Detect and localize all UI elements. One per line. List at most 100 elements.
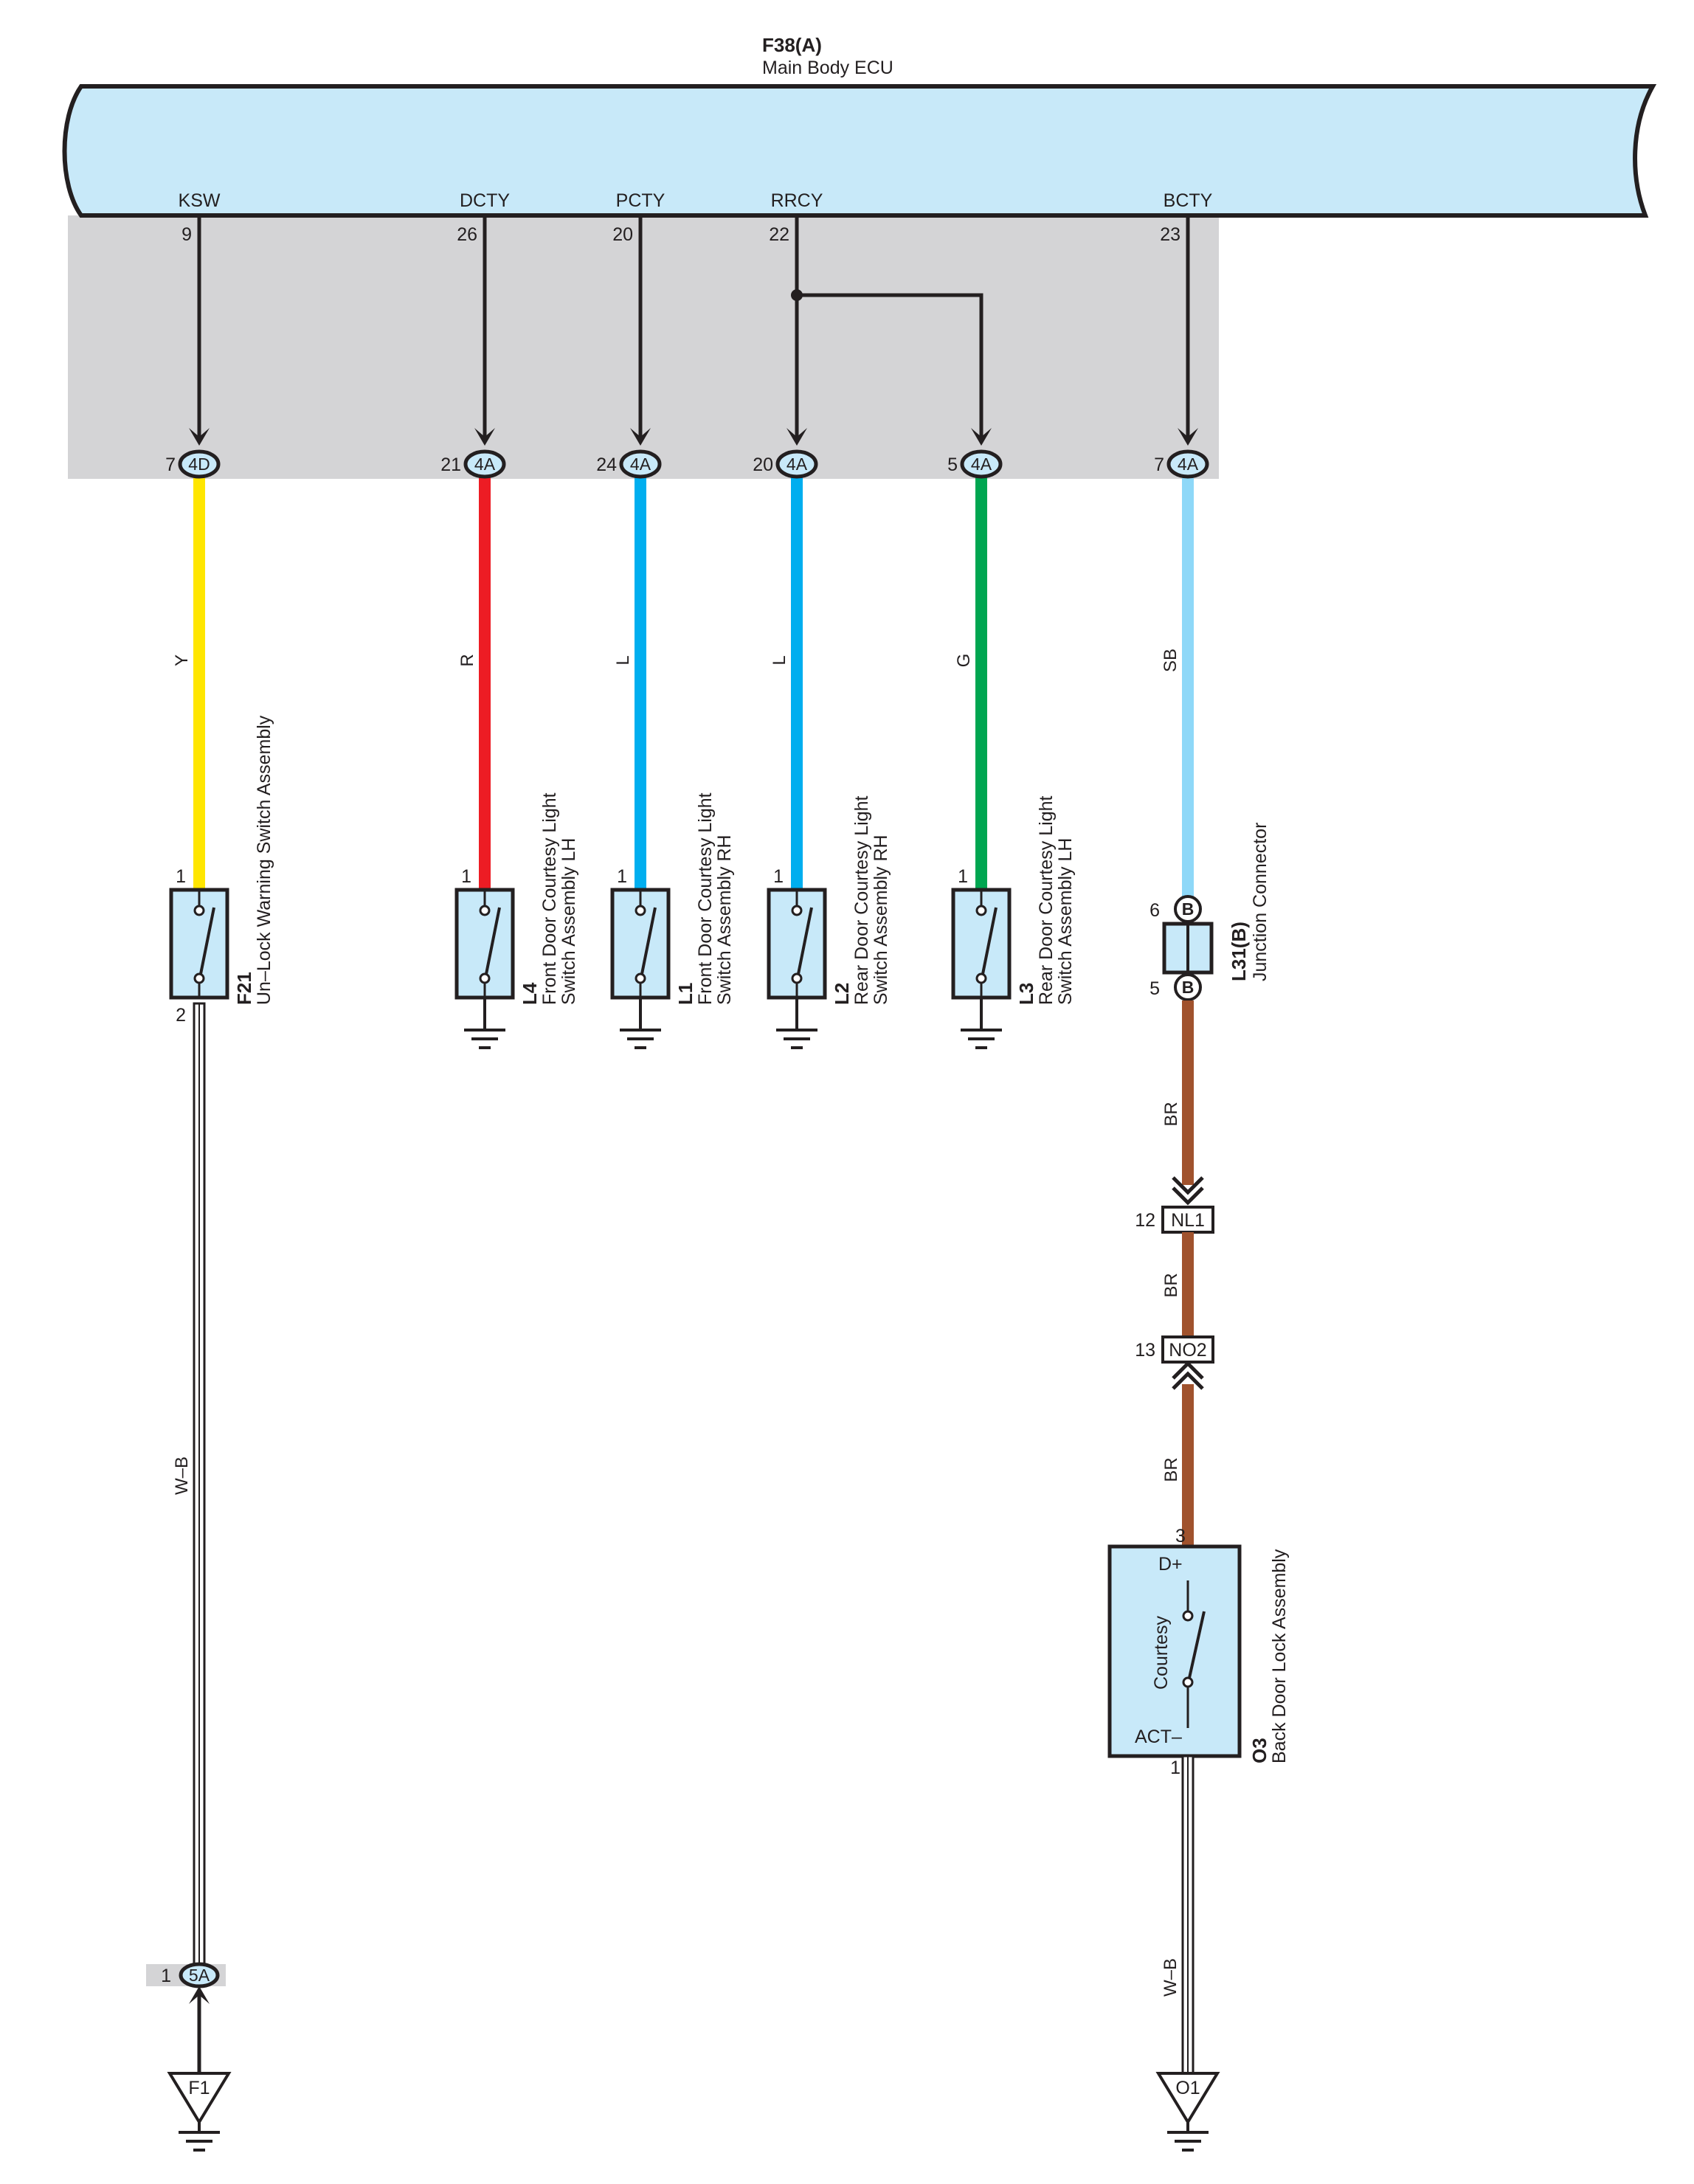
connector-label-5: 4A [1178, 455, 1199, 474]
wire-code-wb-left: W–B [172, 1456, 192, 1495]
connector-1 [463, 449, 506, 479]
connector-label-2: 4A [630, 455, 651, 474]
connector-pin-1: 21 [440, 455, 461, 475]
o3-switch-label: Courtesy [1151, 1615, 1172, 1690]
wire-code-5: SB [1161, 649, 1180, 672]
wire-code-br-3: BR [1161, 1457, 1181, 1482]
ecu-pin-0: 9 [182, 224, 192, 245]
o3-act-minus: ACT– [1135, 1727, 1182, 1747]
o3-pin-top: 3 [1175, 1526, 1186, 1547]
switch-name1-2: Front Door Courtesy Light [695, 792, 716, 1005]
ground-icon-l3 [961, 998, 1002, 1049]
ground-o1: O1 [1155, 2072, 1220, 2152]
switch-name2-4: Switch Assembly LH [1055, 838, 1076, 1005]
switch-pin-top-1: 1 [461, 866, 471, 887]
inline-nl1-code: NL1 [1171, 1210, 1205, 1231]
switch-name2-2: Switch Assembly RH [714, 834, 735, 1005]
wire-code-2: L [613, 655, 633, 665]
arrow-bcty [1178, 428, 1198, 446]
wire-sb [1182, 477, 1194, 897]
connector-2 [619, 449, 662, 479]
junction-connector: B B 6 5 L31(B) Junction Connector [1150, 823, 1270, 1001]
wire-l-rrcy [791, 477, 803, 890]
wire-code-wb-right: W–B [1161, 1958, 1180, 1997]
switch-name2-3: Switch Assembly RH [871, 834, 891, 1005]
wire-code-0: Y [172, 654, 192, 666]
conn-5a-pin: 1 [161, 1966, 171, 1986]
connector-pin-5: 7 [1154, 455, 1164, 475]
wire-wb-right [1181, 1755, 1195, 2075]
switch-pin-top-4: 1 [958, 866, 968, 887]
arrow-rrcy [786, 428, 807, 446]
switch-name1-4: Rear Door Courtesy Light [1036, 795, 1057, 1005]
switch-pin-top-0: 1 [176, 866, 186, 887]
ground-o1-label: O1 [1175, 2078, 1200, 2098]
o3-name: Back Door Lock Assembly [1269, 1549, 1290, 1763]
switch-pin-top-3: 1 [773, 866, 784, 887]
wire-br-1 [1182, 1001, 1194, 1185]
connector-4 [960, 449, 1003, 479]
switch-code-3: L2 [831, 983, 853, 1005]
connector-pin-3: 20 [753, 455, 773, 475]
wire-wb-left [193, 1002, 206, 1976]
switch-code-2: L1 [674, 983, 696, 1005]
ecu-pin-2: 20 [612, 224, 633, 245]
inline-no2-code: NO2 [1169, 1340, 1206, 1361]
terminal-name-3: RRCY [771, 190, 823, 211]
arrow-ksw [189, 428, 210, 446]
conn-5a-label: 5A [189, 1966, 210, 1985]
arrow-rrcy-branch [971, 428, 992, 446]
wire-r [479, 477, 491, 890]
junction-pin-top: 6 [1150, 900, 1160, 921]
switch-pin-top-2: 1 [617, 866, 627, 887]
arrow-pcty [630, 428, 651, 446]
junction-pin-bottom: 5 [1150, 978, 1160, 999]
ground-f1: F1 [167, 2072, 232, 2152]
connector-label-0: 4D [188, 455, 210, 474]
wire-code-4: G [954, 654, 974, 668]
switch-code-0: F21 [233, 972, 255, 1005]
switch-pin-bottom-0: 2 [176, 1005, 186, 1026]
connector-pin-2: 24 [596, 455, 617, 475]
wire-g [975, 477, 987, 890]
switch-name1-0: Un–Lock Warning Switch Assembly [254, 715, 274, 1005]
terminal-name-5: BCTY [1164, 190, 1213, 211]
o3-d-plus: D+ [1158, 1554, 1183, 1575]
switch-code-1: L4 [519, 982, 541, 1005]
connector-0 [178, 449, 221, 479]
switch-name1-3: Rear Door Courtesy Light [851, 795, 872, 1005]
connector-pin-0: 7 [165, 455, 176, 475]
wire-code-3: L [770, 655, 789, 665]
wire-code-br-2: BR [1161, 1273, 1181, 1297]
arrow-no2 [1172, 1361, 1204, 1390]
arrow-nl1 [1172, 1176, 1204, 1206]
ground-icon-l2 [776, 998, 817, 1049]
connector-label-1: 4A [474, 455, 496, 474]
ecu-name: Main Body ECU [762, 58, 893, 78]
ecu-pin-5: 23 [1160, 224, 1180, 245]
back-door-lock-assembly: 3 D+ ACT– Courtesy 1 O3 Back Door Lock A… [1107, 1526, 1290, 1778]
ground-icon-l1 [620, 998, 661, 1049]
wire-l-pcty [635, 477, 646, 890]
connector-label-4: 4A [971, 455, 992, 474]
ecu-pin-1: 26 [457, 224, 477, 245]
switch-name1-1: Front Door Courtesy Light [539, 792, 560, 1005]
junction-code: L31(B) [1228, 922, 1250, 981]
connector-3 [775, 449, 818, 479]
junction-name: Junction Connector [1250, 823, 1270, 981]
ecu-pin-3: 22 [769, 224, 789, 245]
splice-dot [791, 289, 803, 301]
terminal-name-2: PCTY [616, 190, 666, 211]
wire-br-3 [1182, 1384, 1194, 1547]
ecu-body [62, 84, 1657, 218]
wire-code-br-1: BR [1161, 1102, 1181, 1126]
inline-no2-pin: 13 [1135, 1340, 1155, 1361]
connector-pin-4: 5 [947, 455, 958, 475]
wire-br-2 [1182, 1232, 1194, 1337]
o3-code: O3 [1248, 1738, 1270, 1763]
